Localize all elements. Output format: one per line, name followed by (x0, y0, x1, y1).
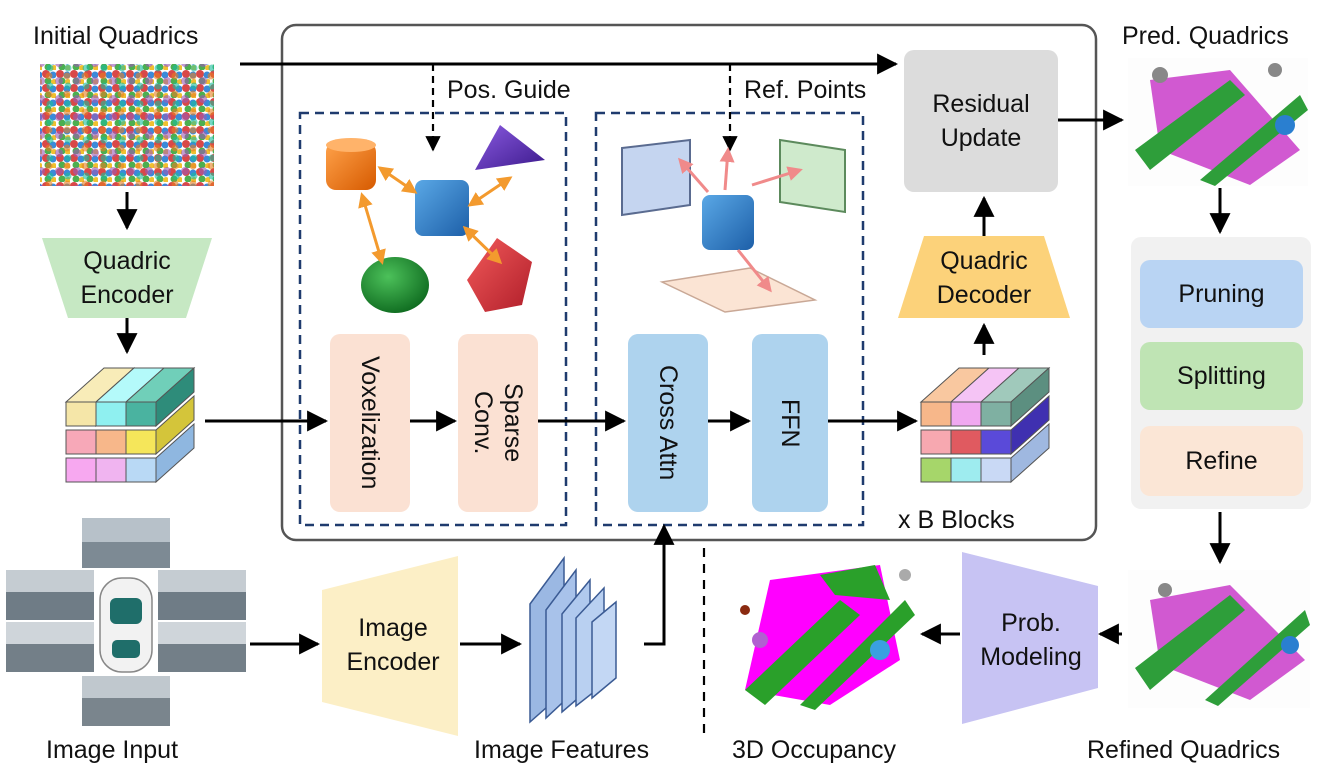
x-b-blocks-label: x B Blocks (898, 506, 1015, 534)
image-input-label: Image Input (46, 736, 179, 764)
occupancy-map (740, 565, 915, 710)
image-feature-maps (529, 555, 617, 724)
refined-quadrics-cloud (1128, 570, 1310, 708)
pos-guide-label: Pos. Guide (447, 76, 571, 104)
initial-quadrics-label: Initial Quadrics (33, 22, 199, 50)
cross-attn-label: Cross Attn (654, 365, 682, 481)
quadric-feature-stack-right (919, 366, 1051, 484)
occupancy-3d-label: 3D Occupancy (732, 736, 896, 764)
quadric-decoder: Quadric Decoder (936, 247, 1032, 309)
pred-quadrics-cloud (1128, 58, 1308, 186)
image-features-label: Image Features (474, 736, 650, 764)
sparse-conv-block: Sparse Conv. (458, 334, 538, 512)
splitting-block: Splitting (1140, 342, 1303, 410)
prob-modeling: Prob. Modeling (980, 609, 1082, 671)
quadric-feature-stack-left (64, 366, 196, 484)
image-encoder: Image Encoder (346, 614, 440, 676)
refine-block: Refine (1140, 426, 1303, 496)
residual-update-block: Residual Update (904, 50, 1058, 192)
sparse-conv-label: Sparse Conv. (469, 383, 527, 463)
ffn-label: FFN (776, 398, 804, 448)
pos-guide-shapes (326, 125, 545, 313)
pruning-block: Pruning (1140, 260, 1303, 328)
surround-view-images (6, 518, 246, 726)
cross-attn-block: Cross Attn (628, 334, 708, 512)
pred-quadrics-label: Pred. Quadrics (1122, 22, 1289, 50)
ref-points-label: Ref. Points (744, 76, 867, 104)
ffn-block: FFN (752, 334, 828, 512)
quadric-encoder: Quadric Encoder (80, 247, 174, 309)
voxelization-block: Voxelization (330, 334, 410, 512)
voxelization-label: Voxelization (356, 356, 384, 490)
ref-points-shapes (621, 138, 846, 313)
refined-quadrics-label: Refined Quadrics (1087, 736, 1281, 764)
